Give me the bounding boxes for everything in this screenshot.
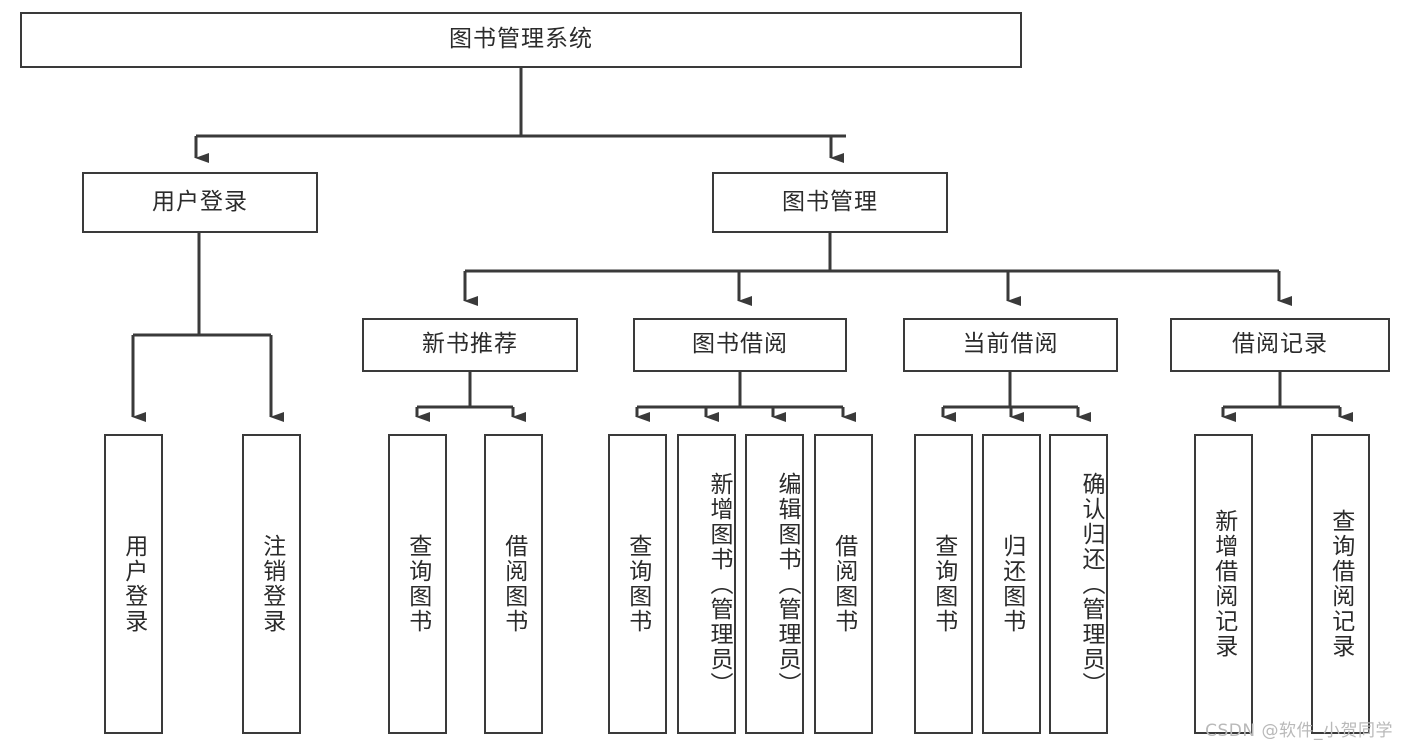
node-leaf-user-login-label: 用户登录 bbox=[120, 534, 147, 634]
node-leaf-add-record[interactable]: 新增借阅记录 bbox=[1194, 434, 1253, 734]
node-leaf-return-book[interactable]: 归还图书 bbox=[982, 434, 1041, 734]
node-leaf-borrow-book-2[interactable]: 借阅图书 bbox=[814, 434, 873, 734]
node-leaf-logout-login-label: 注销登录 bbox=[258, 534, 285, 634]
node-book-borrow[interactable]: 图书借阅 bbox=[633, 318, 847, 372]
node-leaf-query-book-2-label: 查询图书 bbox=[624, 534, 651, 634]
node-user-login-label: 用户登录 bbox=[152, 188, 248, 215]
node-leaf-logout-login[interactable]: 注销登录 bbox=[242, 434, 301, 734]
node-leaf-return-book-label: 归还图书 bbox=[998, 534, 1025, 634]
node-leaf-edit-book-label: 编辑图书（管理员） bbox=[774, 471, 800, 697]
node-leaf-confirm-return[interactable]: 确认归还（管理员） bbox=[1049, 434, 1108, 734]
node-user-login[interactable]: 用户登录 bbox=[82, 172, 318, 233]
node-leaf-query-book-2[interactable]: 查询图书 bbox=[608, 434, 667, 734]
node-new-book-recommend[interactable]: 新书推荐 bbox=[362, 318, 578, 372]
node-leaf-query-book-3[interactable]: 查询图书 bbox=[914, 434, 973, 734]
node-leaf-edit-book[interactable]: 编辑图书（管理员） bbox=[745, 434, 804, 734]
csdn-watermark: CSDN @软件_小贺同学 bbox=[1205, 721, 1393, 741]
node-current-borrow[interactable]: 当前借阅 bbox=[903, 318, 1118, 372]
node-leaf-borrow-book-1-label: 借阅图书 bbox=[500, 534, 527, 634]
node-book-borrow-label: 图书借阅 bbox=[692, 331, 788, 358]
node-book-manage-label: 图书管理 bbox=[782, 188, 878, 215]
node-leaf-query-record-label: 查询借阅记录 bbox=[1327, 509, 1354, 659]
node-root-label: 图书管理系统 bbox=[449, 26, 593, 53]
node-leaf-query-book-1[interactable]: 查询图书 bbox=[388, 434, 447, 734]
node-leaf-add-book-label: 新增图书（管理员） bbox=[706, 471, 732, 697]
node-leaf-query-record[interactable]: 查询借阅记录 bbox=[1311, 434, 1370, 734]
node-leaf-query-book-1-label: 查询图书 bbox=[404, 534, 431, 634]
node-book-manage[interactable]: 图书管理 bbox=[712, 172, 948, 233]
node-current-borrow-label: 当前借阅 bbox=[962, 331, 1059, 358]
node-leaf-user-login[interactable]: 用户登录 bbox=[104, 434, 163, 734]
node-borrow-record[interactable]: 借阅记录 bbox=[1170, 318, 1390, 372]
node-leaf-add-book[interactable]: 新增图书（管理员） bbox=[677, 434, 736, 734]
node-leaf-confirm-return-label: 确认归还（管理员） bbox=[1078, 471, 1104, 697]
node-leaf-borrow-book-1[interactable]: 借阅图书 bbox=[484, 434, 543, 734]
node-leaf-add-record-label: 新增借阅记录 bbox=[1210, 509, 1237, 659]
node-borrow-record-label: 借阅记录 bbox=[1232, 331, 1328, 358]
node-new-book-recommend-label: 新书推荐 bbox=[422, 331, 518, 358]
node-root[interactable]: 图书管理系统 bbox=[20, 12, 1022, 68]
node-leaf-query-book-3-label: 查询图书 bbox=[930, 534, 957, 634]
node-leaf-borrow-book-2-label: 借阅图书 bbox=[830, 534, 857, 634]
